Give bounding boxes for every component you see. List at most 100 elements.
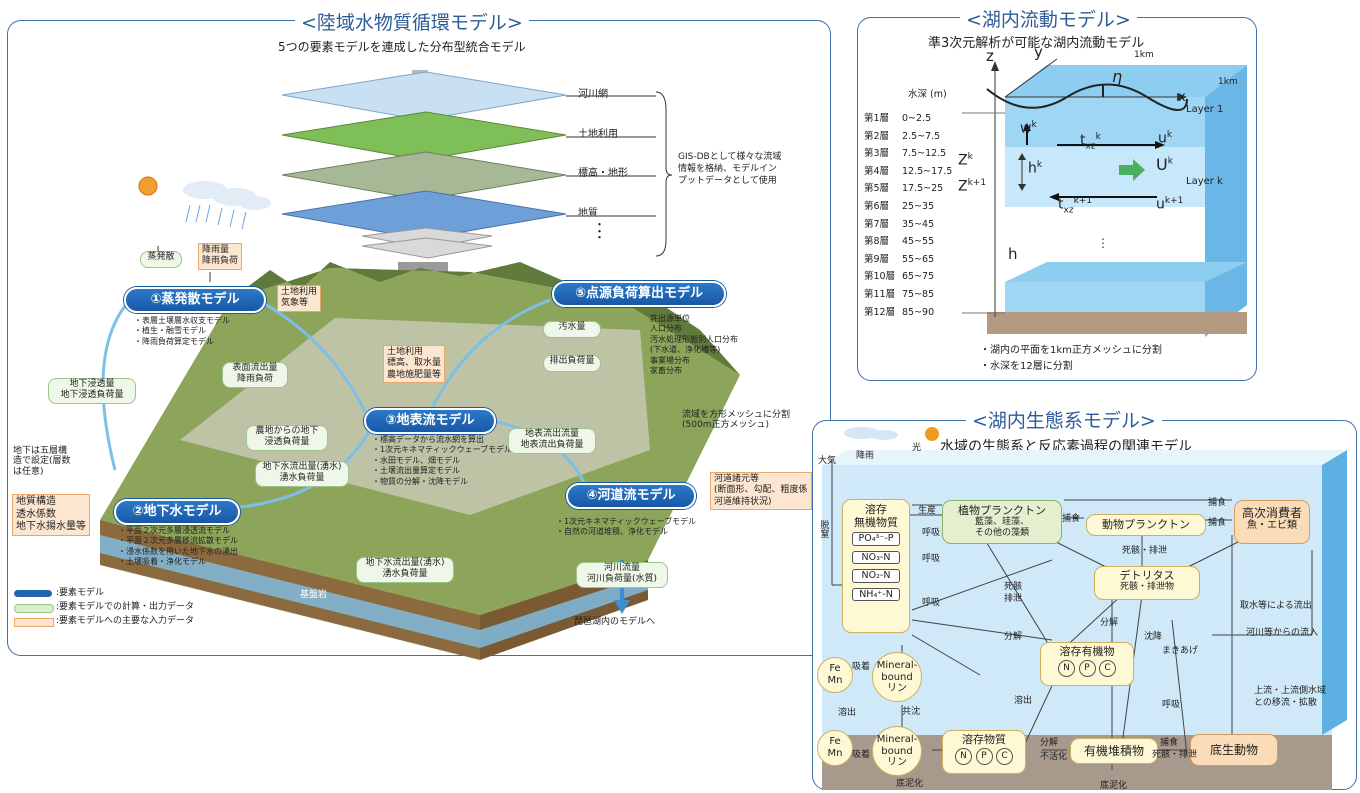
dom-box: 溶存有機物 N P C [1040, 642, 1134, 686]
eco-rain: 降雨 [856, 451, 875, 461]
gis-note-2: 情報を格納、モデルイン [678, 164, 778, 174]
depth-row: 第1層 0~2.5 [864, 110, 931, 124]
surface-outflow-2: 地表流出負荷量 [520, 439, 584, 450]
m4-item: ・自然の河道堆積、浄化モデル [556, 527, 668, 537]
layer-stack-2 [361, 237, 493, 259]
Uk-label: Uk [1156, 155, 1173, 174]
edge-denitrify: 脱窒 [818, 520, 829, 538]
edge-production: 生産 [918, 506, 937, 516]
surface-runoff-1: 表面流出量 [232, 363, 278, 373]
m2-item: ・土壌吸着・浄化モデル [118, 557, 206, 567]
zooplankton-box: 動物プランクトン [1086, 514, 1206, 536]
depth-layer-name: 第7層 [864, 218, 890, 230]
to-lake-label: 琵琶湖内のモデルへ [574, 617, 656, 627]
m3-item: ・1次元キネマティックウェーブモデル [372, 445, 513, 455]
geo-input-1: 地質構造 [16, 496, 56, 507]
lakebed [987, 312, 1247, 334]
depth-layer-range: 75~85 [902, 289, 935, 300]
uk1-label: uk+1 [1156, 196, 1184, 213]
m3-item: ・物質の分解・沈降モデル [372, 476, 468, 486]
depth-layer-range: 12.5~17.5 [902, 165, 953, 177]
legend-swatch-input [14, 618, 54, 627]
flow-note-1: ・湖内の平面を1km正方メッシュに分割 [980, 345, 1162, 356]
layer-elevation [281, 151, 567, 201]
txz-k-label: txzk [1080, 132, 1101, 152]
gis-note-3: プットデータとして使用 [678, 176, 777, 186]
mineral-1: Mineral- [876, 660, 918, 671]
hk-label: hk [1028, 160, 1043, 177]
rain-input-1: 降雨量 [202, 245, 230, 255]
m1-item: ・表層土壌層水収支モデル [134, 316, 230, 325]
m5-notes: 許出源単位 人口分布 汚水処理形態別人口分布 (下水道、浄化槽等) 事業場分布 … [650, 314, 738, 376]
model-groundwater[interactable]: ②地下水モデル [114, 499, 240, 525]
depth-layer-name: 第5層 [864, 183, 890, 195]
model-point-source[interactable]: ⑤点源負荷算出モデル [552, 281, 726, 307]
loop-arrow-right [428, 298, 551, 413]
landuse-input-box-2: 土地利用 標高、取水量 農地施肥量等 [383, 345, 446, 383]
edge-grazing-3: 捕食 [1208, 518, 1227, 528]
geo-note-3: は任意) [13, 466, 44, 477]
water-side [1322, 450, 1347, 735]
surface-runoff-box: 表面流出量 降雨負荷 [222, 362, 288, 388]
svg-text:⋮: ⋮ [1097, 236, 1109, 250]
depth-layer-range: 7.5~12.5 [902, 148, 947, 160]
depth-row: 第4層 12.5~17.5 [864, 163, 952, 177]
landuse2-3: 農地施肥量等 [387, 369, 442, 380]
layer-k-label: Layer k [1186, 176, 1223, 187]
depth-layer-range: 45~55 [902, 236, 935, 248]
model-river-flow[interactable]: ④河道流モデル [566, 483, 696, 509]
edge-predation-4: 捕食 [1160, 738, 1179, 748]
m2-item: ・平面２次元多層移流拡散モデル [118, 536, 238, 546]
edge-exchange-1: 上流・上流側水域 [1254, 686, 1327, 696]
inorganic-item: NO₂-N [852, 569, 900, 583]
aquifer-band [100, 535, 480, 648]
cube-top [1005, 65, 1247, 97]
depth-layer-name: 第4層 [864, 165, 890, 177]
zk1-label: Zk+1 [958, 178, 987, 195]
eco-sun-icon [925, 427, 939, 441]
depth-layer-range: 55~65 [902, 253, 935, 265]
edge-grazing-2: 捕食 [1208, 498, 1227, 508]
river-params-box: 河道諸元等 (断面形、勾配、粗度係 河道維持状況) [710, 472, 812, 510]
edge-grazing-1: 捕食 [1062, 514, 1081, 524]
depth-layer-range: 0~2.5 [902, 113, 932, 124]
edge-adsorption-1: 吸着 [852, 662, 871, 672]
mesh-note: 流域を方形メッシュに分割 (500m正方メッシュ) [682, 410, 790, 431]
bedrock-label: 基盤岩 [300, 590, 328, 600]
m3-item: ・水田モデル、畑モデル [372, 455, 460, 465]
model-surface-flow[interactable]: ③地表流モデル [364, 408, 496, 434]
m1-list: ・表層土壌層水収支モデル ・植生・融雪モデル ・降雨負荷算定モデル [134, 316, 230, 347]
gis-note-1: GIS-DBとして様々な流域 [678, 152, 782, 162]
dis-c: C [996, 748, 1013, 766]
geo-note-2: 造で設定(層数 [13, 456, 71, 467]
layer-landuse [281, 111, 567, 161]
landuse2-1: 土地利用 [387, 347, 424, 357]
depth-layer-name: 第8層 [864, 236, 890, 248]
top-consumer-sub: 魚・エビ類 [1247, 520, 1297, 532]
depth-layer-name: 第1層 [864, 113, 890, 124]
inorganic-item: PO₄³⁻-P [852, 532, 900, 546]
edge-decomp-3: 分解 [1040, 738, 1059, 748]
edge-inert: 不活化 [1040, 752, 1068, 762]
m3-item: ・標高データから流水網を算出 [372, 435, 484, 444]
mineral-l2: bound [881, 745, 913, 757]
inorganic-title-1: 溶存 [865, 503, 887, 516]
surface-outflow-box: 地表流出流量 地表流出負荷量 [508, 428, 596, 454]
surface-runoff-2: 降雨負荷 [236, 373, 273, 384]
wk-label: wk [1020, 120, 1037, 137]
uk-label-top: uk [1158, 130, 1173, 147]
legend-swatch-model [14, 590, 52, 597]
model-evapotranspiration[interactable]: ①蒸発散モデル [124, 287, 266, 313]
infiltration-2: 地下浸透負荷量 [60, 389, 124, 400]
gw-outflow-2: 湧水負荷量 [382, 568, 428, 579]
outflow-arrow-head [614, 600, 630, 614]
edge-elution-1: 溶出 [1014, 696, 1033, 706]
dom-c: C [1099, 660, 1116, 678]
spring-1: 地下水流出量(湧水) [262, 462, 342, 472]
m5-note: 家畜分布 [650, 365, 682, 375]
